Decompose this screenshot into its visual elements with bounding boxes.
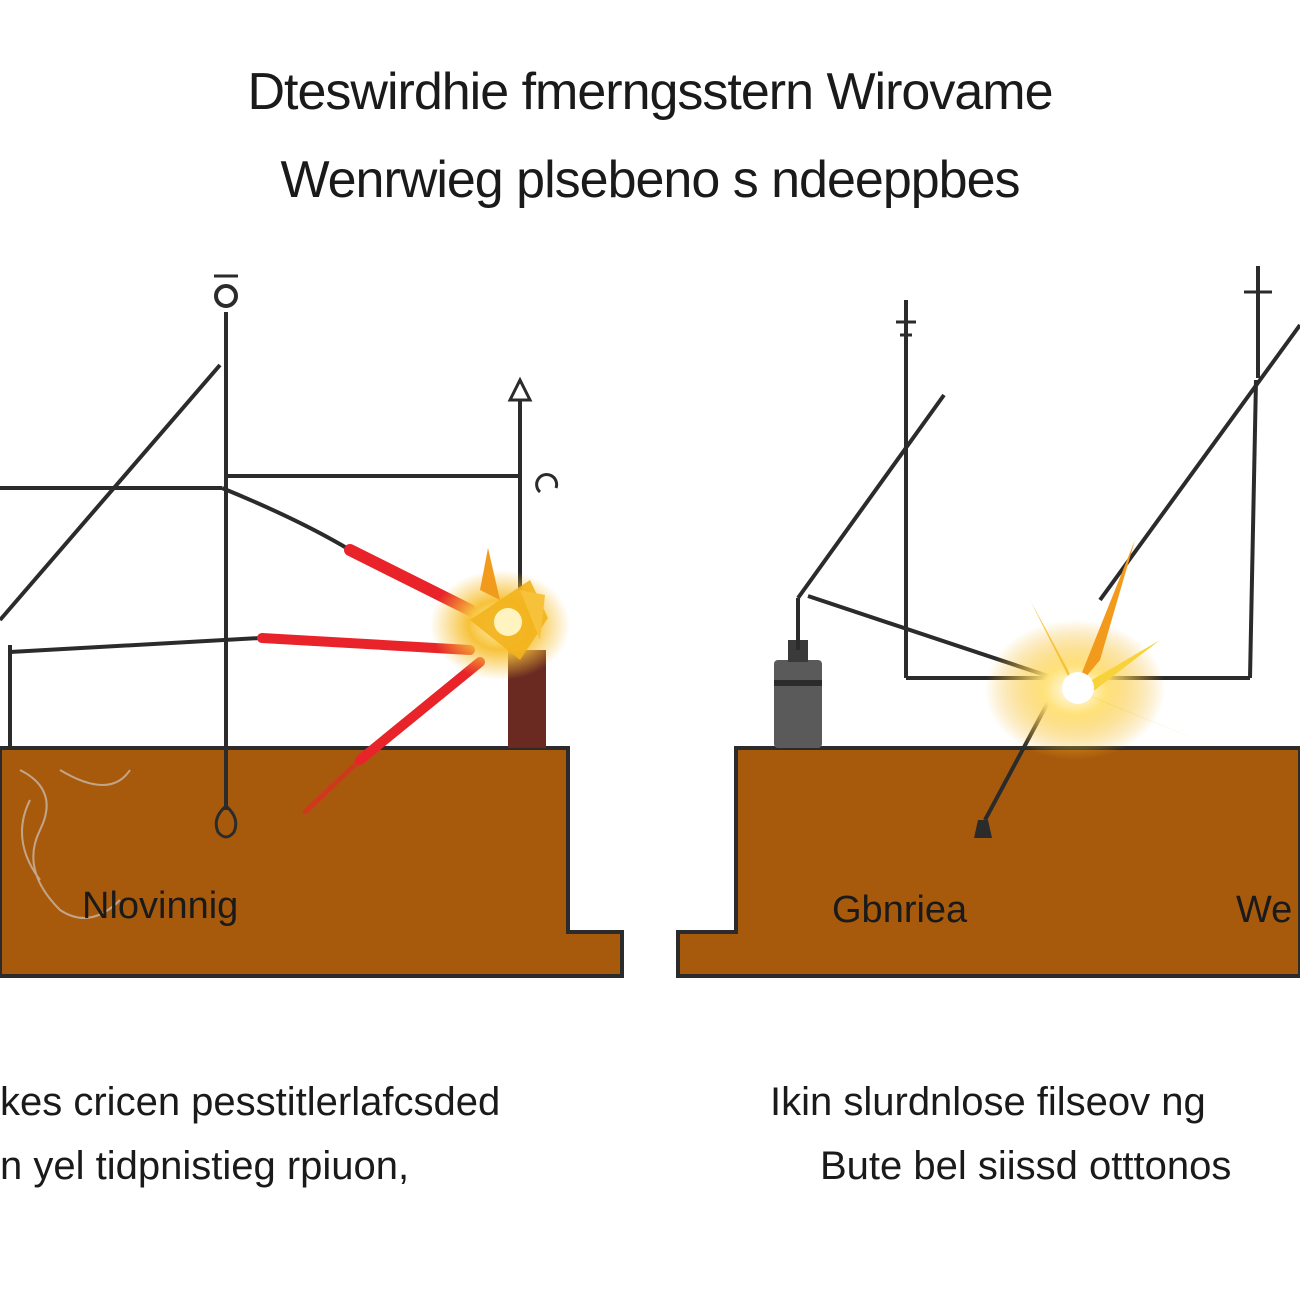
left-probe-tip-icon bbox=[214, 804, 238, 839]
antenna-icon bbox=[896, 290, 1272, 337]
torch-holder-icon bbox=[774, 640, 822, 748]
left-weld-spark-icon bbox=[430, 548, 570, 680]
left-smoke-wisps bbox=[19, 769, 131, 919]
arrow-up-icon bbox=[507, 376, 533, 402]
right-panel-label-center: Gbnriea bbox=[832, 889, 968, 931]
right-panel-label-edge: We bbox=[1236, 889, 1292, 931]
right-caption-line-1: Ikin slurdnlose filseov ng bbox=[770, 1080, 1206, 1124]
left-hook-icon bbox=[535, 473, 559, 494]
left-panel-label: Nlovinnig bbox=[82, 885, 238, 927]
left-top-node-icon bbox=[214, 284, 238, 308]
right-panel: Gbnriea We bbox=[676, 266, 1300, 978]
left-frame-lines bbox=[0, 312, 522, 810]
right-ground-block bbox=[676, 746, 1300, 978]
left-caption-line-1: kes cricen pesstitlerlafcsded bbox=[0, 1080, 501, 1124]
right-pen-tip-icon bbox=[974, 820, 992, 838]
left-panel: Nlovinnig bbox=[0, 274, 624, 978]
diagram-title-line-1: Dteswirdhie fmerngsstern Wirovame bbox=[247, 63, 1053, 121]
diagram-title-line-2: Wenrwieg plsebeno s ndeeppbes bbox=[280, 151, 1020, 209]
left-caption-line-2: n yel tidpnistieg rpiuon, bbox=[0, 1144, 410, 1188]
right-caption-line-2: Bute bel siissd otttonos bbox=[820, 1144, 1232, 1188]
right-frame-lines bbox=[796, 266, 1300, 821]
right-weld-spark-icon bbox=[985, 540, 1210, 760]
left-ground-block bbox=[0, 746, 624, 978]
